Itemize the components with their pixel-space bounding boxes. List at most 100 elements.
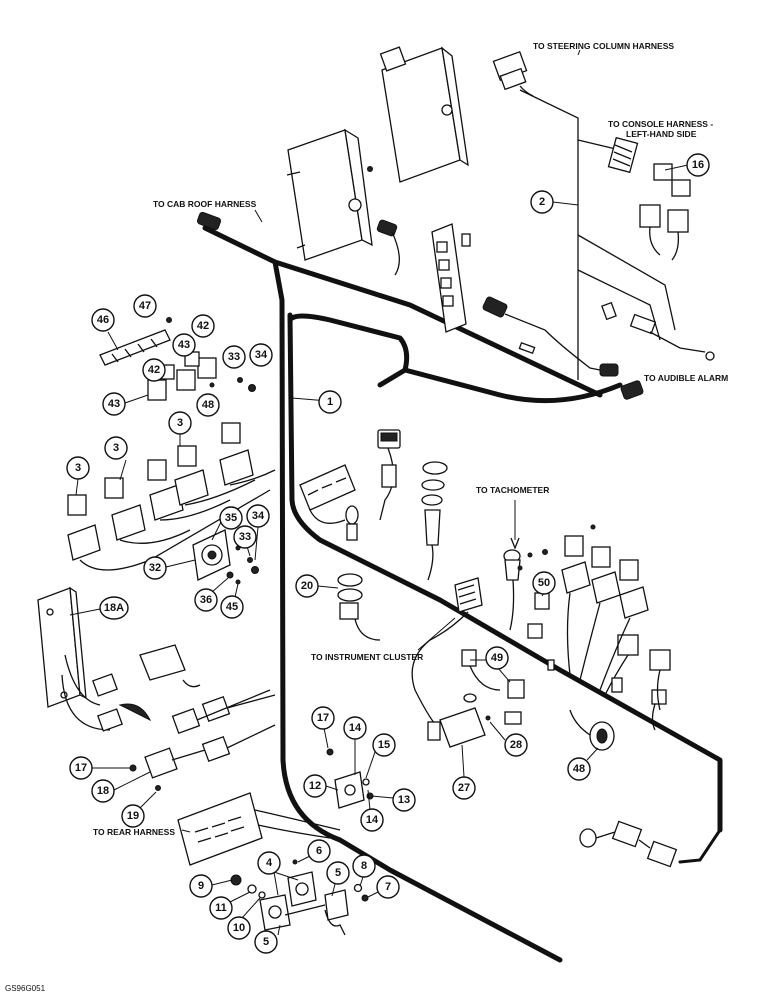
relay-pair-16 xyxy=(639,163,691,261)
screw xyxy=(367,166,373,172)
callout-43-upper: 43 xyxy=(178,339,190,351)
callout-3-a: 3 xyxy=(177,417,183,429)
callout-17-lower: 17 xyxy=(75,762,87,774)
callout-7: 7 xyxy=(385,881,391,893)
callout-27: 27 xyxy=(458,782,470,794)
label-leaders xyxy=(181,49,581,833)
callout-33-lower: 34 xyxy=(252,510,265,522)
connector-28 xyxy=(485,711,522,725)
callout-11: 11 xyxy=(215,902,227,914)
callout-49: 49 xyxy=(491,652,503,664)
controller-module-upper xyxy=(379,46,469,183)
harness-loop xyxy=(287,312,723,833)
callout-42-upper: 42 xyxy=(197,320,209,332)
relays-3 xyxy=(67,422,276,571)
relay-bracket-45 xyxy=(99,329,171,366)
main-harness xyxy=(202,225,603,963)
callout-28: 28 xyxy=(510,739,522,751)
console-connector xyxy=(607,136,639,174)
controller-module-lower xyxy=(286,128,373,261)
callout-50: 50 xyxy=(538,577,550,589)
harness-branch-end xyxy=(678,828,722,864)
switch-block xyxy=(299,464,359,541)
callout-34: 35 xyxy=(225,512,237,524)
label-to-tachometer: TO TACHOMETER xyxy=(476,485,549,495)
screws-32-33-upper xyxy=(237,377,256,392)
fuse-block xyxy=(431,223,471,333)
callout-36: 36 xyxy=(200,594,212,606)
callout-3-b: 3 xyxy=(113,442,119,454)
washers-stack xyxy=(421,461,448,581)
callout-1: 1 xyxy=(327,396,333,408)
screw-46 xyxy=(166,317,172,323)
callout-8: 8 xyxy=(361,860,367,872)
callout-12: 12 xyxy=(309,780,321,792)
callout-42-lower: 42 xyxy=(148,364,160,376)
connectors-17-18 xyxy=(129,689,276,791)
rear-harness-connector xyxy=(177,792,341,866)
label-to-console-2: LEFT-HAND SIDE xyxy=(626,129,697,139)
harness-loop-top xyxy=(287,313,410,388)
connector-27 xyxy=(427,707,486,748)
callout-10: 10 xyxy=(233,922,245,934)
callout-33-upper: 34 xyxy=(255,349,268,361)
relay-mount xyxy=(118,644,201,722)
steering-column-connector xyxy=(492,50,534,97)
round-connector-alarm xyxy=(620,380,644,400)
callout-18A: 18A xyxy=(104,602,124,614)
connectors-50 xyxy=(517,549,555,671)
callout-17-upper: 17 xyxy=(317,712,329,724)
label-to-instrument-cluster: TO INSTRUMENT CLUSTER xyxy=(311,652,423,662)
callout-16: 16 xyxy=(692,159,704,171)
mid-hardware xyxy=(326,748,374,809)
callout-19: 19 xyxy=(127,810,139,822)
callout-32-upper: 33 xyxy=(228,351,240,363)
figure-code: GS96G051 xyxy=(5,984,46,993)
label-to-cab-roof: TO CAB ROOF HARNESS xyxy=(153,199,257,209)
instrument-cluster-connector xyxy=(411,577,483,731)
callout-43-lower: 43 xyxy=(108,398,120,410)
harness-branch-alarm xyxy=(402,367,623,404)
component-48 xyxy=(569,709,615,751)
callout-5-upper: 5 xyxy=(335,867,341,879)
rocker-switch xyxy=(377,429,401,521)
connectors-49 xyxy=(461,649,525,703)
lamp-socket-20 xyxy=(337,573,381,641)
label-to-rear-harness: TO REAR HARNESS xyxy=(93,827,175,837)
right-relay-cluster xyxy=(561,524,671,731)
alarm-connectors xyxy=(518,301,715,361)
tachometer-connector xyxy=(503,500,521,631)
callout-46: 47 xyxy=(139,300,151,312)
round-connector-cab-roof xyxy=(196,211,222,231)
callout-4: 4 xyxy=(266,857,273,869)
module-18A xyxy=(37,586,123,732)
harness-2 xyxy=(519,89,676,380)
callout-5-lower: 5 xyxy=(263,936,269,948)
callout-3-c: 3 xyxy=(75,462,81,474)
callout-9: 9 xyxy=(198,880,204,892)
callout-35: 45 xyxy=(226,601,238,613)
callout-47: 48 xyxy=(202,399,214,411)
callout-14-upper: 14 xyxy=(349,722,362,734)
label-to-console-1: TO CONSOLE HARNESS - xyxy=(608,119,713,129)
callout-45: 46 xyxy=(97,314,109,326)
callout-15: 15 xyxy=(378,739,390,751)
callout-2: 2 xyxy=(539,196,545,208)
label-to-steering-column: TO STEERING COLUMN HARNESS xyxy=(533,41,674,51)
round-connector-right xyxy=(482,296,619,377)
switch-31 xyxy=(192,529,259,585)
bottom-hardware xyxy=(230,859,369,936)
callouts: 1 2 16 46 47 42 42 43 43 48 33 34 3 3 3 … xyxy=(66,153,710,954)
callout-14-lower: 14 xyxy=(366,814,379,826)
callout-13: 13 xyxy=(398,794,410,806)
callout-31: 32 xyxy=(149,562,161,574)
label-to-audible-alarm: TO AUDIBLE ALARM xyxy=(644,373,728,383)
callout-6: 6 xyxy=(316,845,322,857)
key-switch xyxy=(579,820,678,868)
callout-48: 48 xyxy=(573,763,585,775)
round-connector-module xyxy=(376,219,400,276)
callout-20: 20 xyxy=(301,580,313,592)
callout-32-lower: 33 xyxy=(239,531,251,543)
